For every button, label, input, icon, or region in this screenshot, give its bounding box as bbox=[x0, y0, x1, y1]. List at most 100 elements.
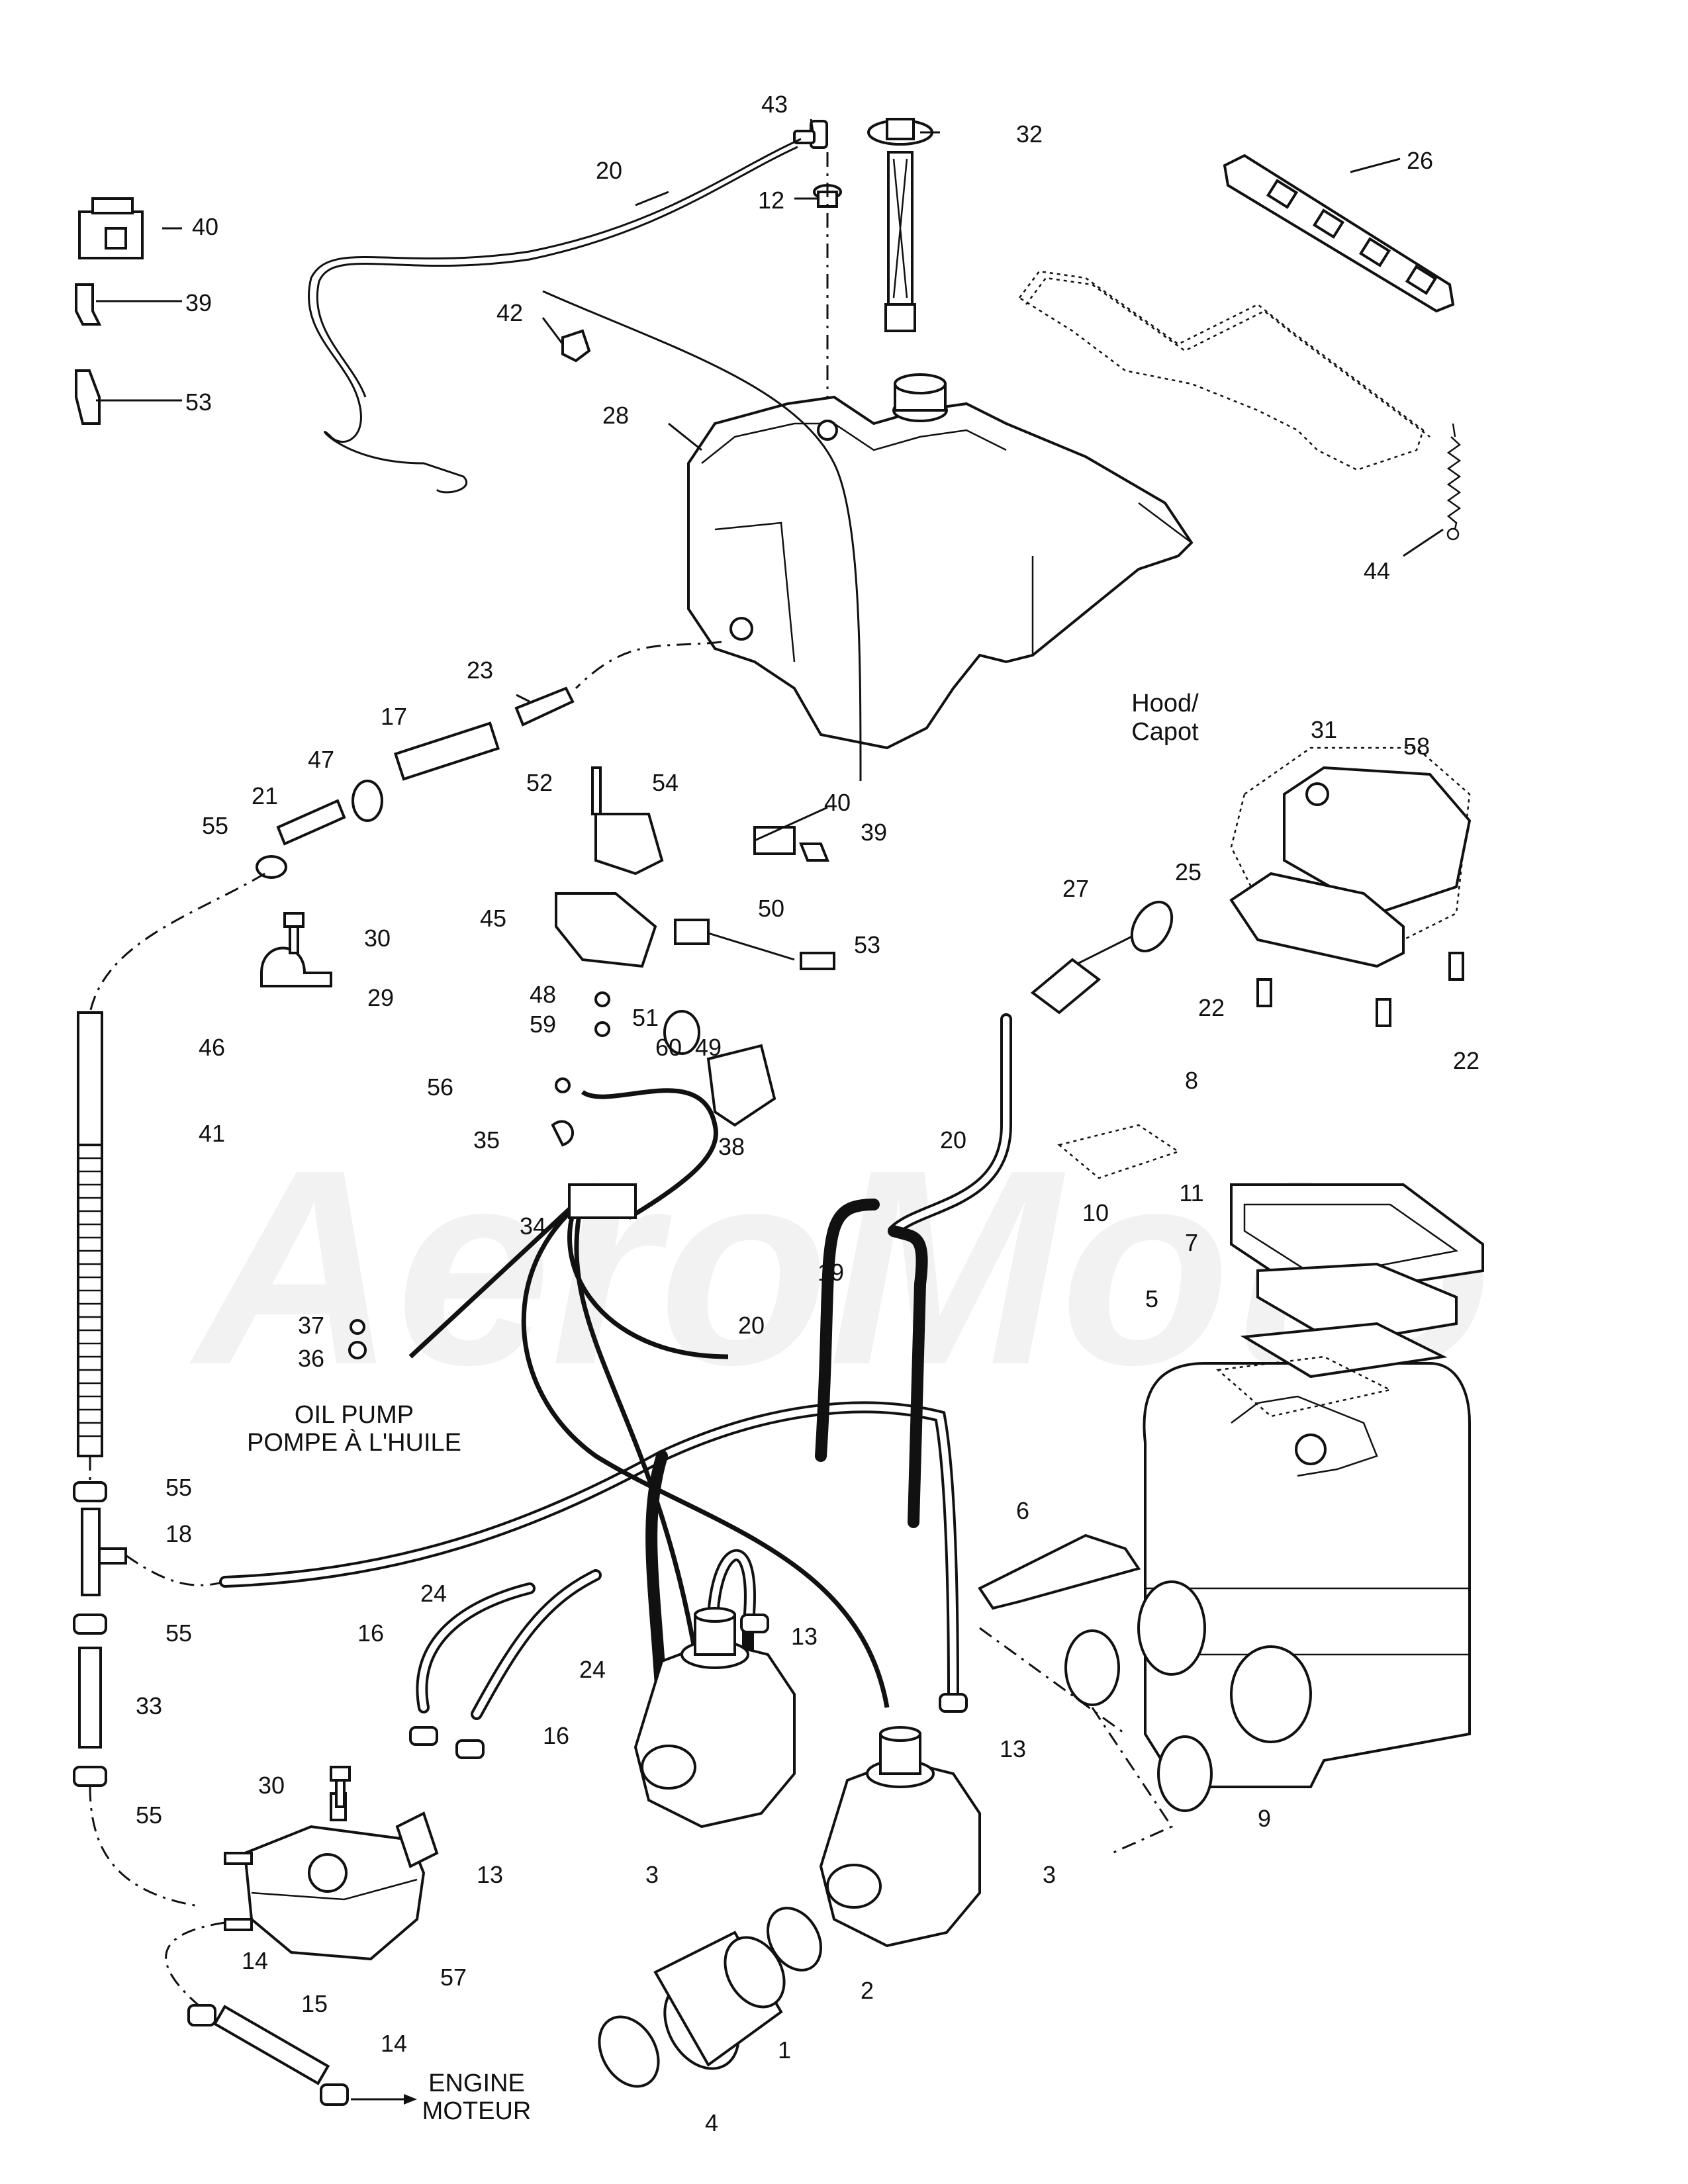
callout-9: 9 bbox=[1258, 1805, 1271, 1832]
callout-60: 60 bbox=[655, 1034, 682, 1061]
callout-48: 48 bbox=[530, 981, 556, 1008]
callout-26: 26 bbox=[1407, 147, 1433, 174]
callout-27: 27 bbox=[1062, 875, 1089, 902]
terminal bbox=[75, 369, 101, 425]
callout-31: 31 bbox=[1311, 716, 1337, 743]
callout-16b: 16 bbox=[543, 1722, 569, 1749]
clamp bbox=[767, 1907, 822, 1972]
callout-55d: 55 bbox=[136, 1801, 162, 1829]
tank-bracket bbox=[1018, 270, 1430, 471]
callout-29: 29 bbox=[367, 984, 394, 1011]
callout-43: 43 bbox=[761, 91, 788, 118]
callout-40: 40 bbox=[192, 213, 218, 240]
callout-3: 3 bbox=[645, 1861, 659, 1888]
callout-14: 14 bbox=[242, 1947, 268, 1974]
callout-33: 33 bbox=[136, 1692, 162, 1719]
callout-47: 47 bbox=[308, 746, 334, 773]
callout-21: 21 bbox=[252, 782, 278, 809]
choke-knob bbox=[1030, 901, 1174, 1015]
callout-6: 6 bbox=[1016, 1497, 1029, 1524]
elbow-fitting bbox=[793, 120, 828, 149]
carb-adaptor bbox=[653, 1931, 786, 2070]
callout-37: 37 bbox=[298, 1312, 324, 1339]
callout-28: 28 bbox=[602, 402, 629, 429]
callout-2: 2 bbox=[861, 1977, 874, 2004]
screw bbox=[1376, 998, 1391, 1027]
callout-58: 58 bbox=[1403, 733, 1430, 760]
fuel-pump bbox=[224, 1792, 439, 1961]
callouts: 43 32 26 20 12 40 39 42 53 28 44 23 17 4… bbox=[136, 91, 1479, 2136]
callout-11: 11 bbox=[1179, 1179, 1203, 1206]
clamp bbox=[73, 1614, 107, 1635]
terminal bbox=[75, 283, 102, 326]
callout-35: 35 bbox=[473, 1126, 500, 1154]
caption-hood-line-1: Hood/ bbox=[1131, 690, 1199, 717]
callout-25: 25 bbox=[1175, 858, 1201, 886]
callout-38: 38 bbox=[718, 1133, 745, 1160]
caption-engine-line-2: MOTEUR bbox=[422, 2097, 532, 2125]
callout-49: 49 bbox=[695, 1034, 722, 1061]
filter-stack bbox=[1216, 1183, 1484, 1418]
callout-24b: 24 bbox=[579, 1656, 606, 1683]
tank-plate bbox=[1223, 154, 1455, 313]
cable-junction bbox=[568, 1183, 637, 1219]
callout-30: 30 bbox=[364, 925, 391, 952]
bolt bbox=[330, 1766, 351, 1808]
callout-20b: 20 bbox=[940, 1126, 966, 1154]
callout-30b: 30 bbox=[258, 1772, 285, 1799]
pulse-line bbox=[165, 1921, 417, 2106]
callout-54: 54 bbox=[652, 769, 679, 796]
callout-8: 8 bbox=[1185, 1067, 1198, 1094]
callout-56: 56 bbox=[427, 1073, 453, 1101]
banjo-bolt bbox=[348, 1077, 575, 1359]
connector-housing bbox=[78, 197, 144, 259]
callout-22: 22 bbox=[1198, 994, 1225, 1021]
callout-15: 15 bbox=[301, 1990, 328, 2017]
hose-clip bbox=[740, 1614, 769, 1633]
clamp bbox=[598, 2015, 660, 2088]
guide-line bbox=[1091, 1707, 1174, 1854]
leader-lines bbox=[96, 118, 1444, 842]
hose-clip bbox=[939, 1693, 968, 1713]
vent-hose bbox=[307, 138, 862, 782]
callout-16: 16 bbox=[357, 1619, 384, 1647]
spacer-ring bbox=[1157, 1735, 1213, 1812]
callout-57: 57 bbox=[440, 1964, 467, 1991]
callout-45: 45 bbox=[480, 905, 506, 932]
callout-1: 1 bbox=[778, 2036, 791, 2064]
caption-oil-pump-line-1: OIL PUMP bbox=[295, 1401, 414, 1429]
hood-section bbox=[1229, 747, 1472, 968]
callout-3b: 3 bbox=[1043, 1861, 1056, 1888]
spacer-ring bbox=[1064, 1629, 1120, 1706]
callout-13c: 13 bbox=[477, 1861, 503, 1888]
hose bbox=[78, 1647, 102, 1749]
screw bbox=[1448, 952, 1464, 981]
callout-5: 5 bbox=[1145, 1285, 1158, 1312]
callout-22b: 22 bbox=[1453, 1047, 1479, 1074]
hose-clip bbox=[561, 329, 591, 363]
oil-outlet-line bbox=[256, 641, 722, 879]
callout-24: 24 bbox=[420, 1580, 447, 1607]
callout-36: 36 bbox=[298, 1345, 324, 1372]
screw bbox=[1256, 978, 1272, 1007]
callout-39b: 39 bbox=[861, 819, 887, 846]
fuel-hoses bbox=[219, 1013, 1012, 1720]
callout-13b: 13 bbox=[1000, 1735, 1026, 1762]
strap bbox=[978, 1533, 1141, 1610]
throttle-cables bbox=[408, 1088, 890, 1708]
caption-hood-line-2: Capot bbox=[1131, 718, 1199, 746]
clamp bbox=[73, 1766, 107, 1787]
callout-51: 51 bbox=[632, 1004, 659, 1031]
callout-18: 18 bbox=[165, 1520, 192, 1547]
pump-switch bbox=[555, 766, 835, 1127]
callout-52: 52 bbox=[526, 769, 553, 796]
callout-23: 23 bbox=[467, 657, 493, 684]
callout-19: 19 bbox=[818, 1259, 844, 1286]
carburetor bbox=[633, 1607, 796, 1829]
callout-50: 50 bbox=[758, 895, 784, 922]
callout-7: 7 bbox=[1185, 1229, 1198, 1256]
callout-17: 17 bbox=[381, 703, 407, 730]
callout-42: 42 bbox=[496, 299, 523, 326]
oil-return-line bbox=[125, 1554, 226, 1586]
callout-12: 12 bbox=[758, 187, 784, 214]
